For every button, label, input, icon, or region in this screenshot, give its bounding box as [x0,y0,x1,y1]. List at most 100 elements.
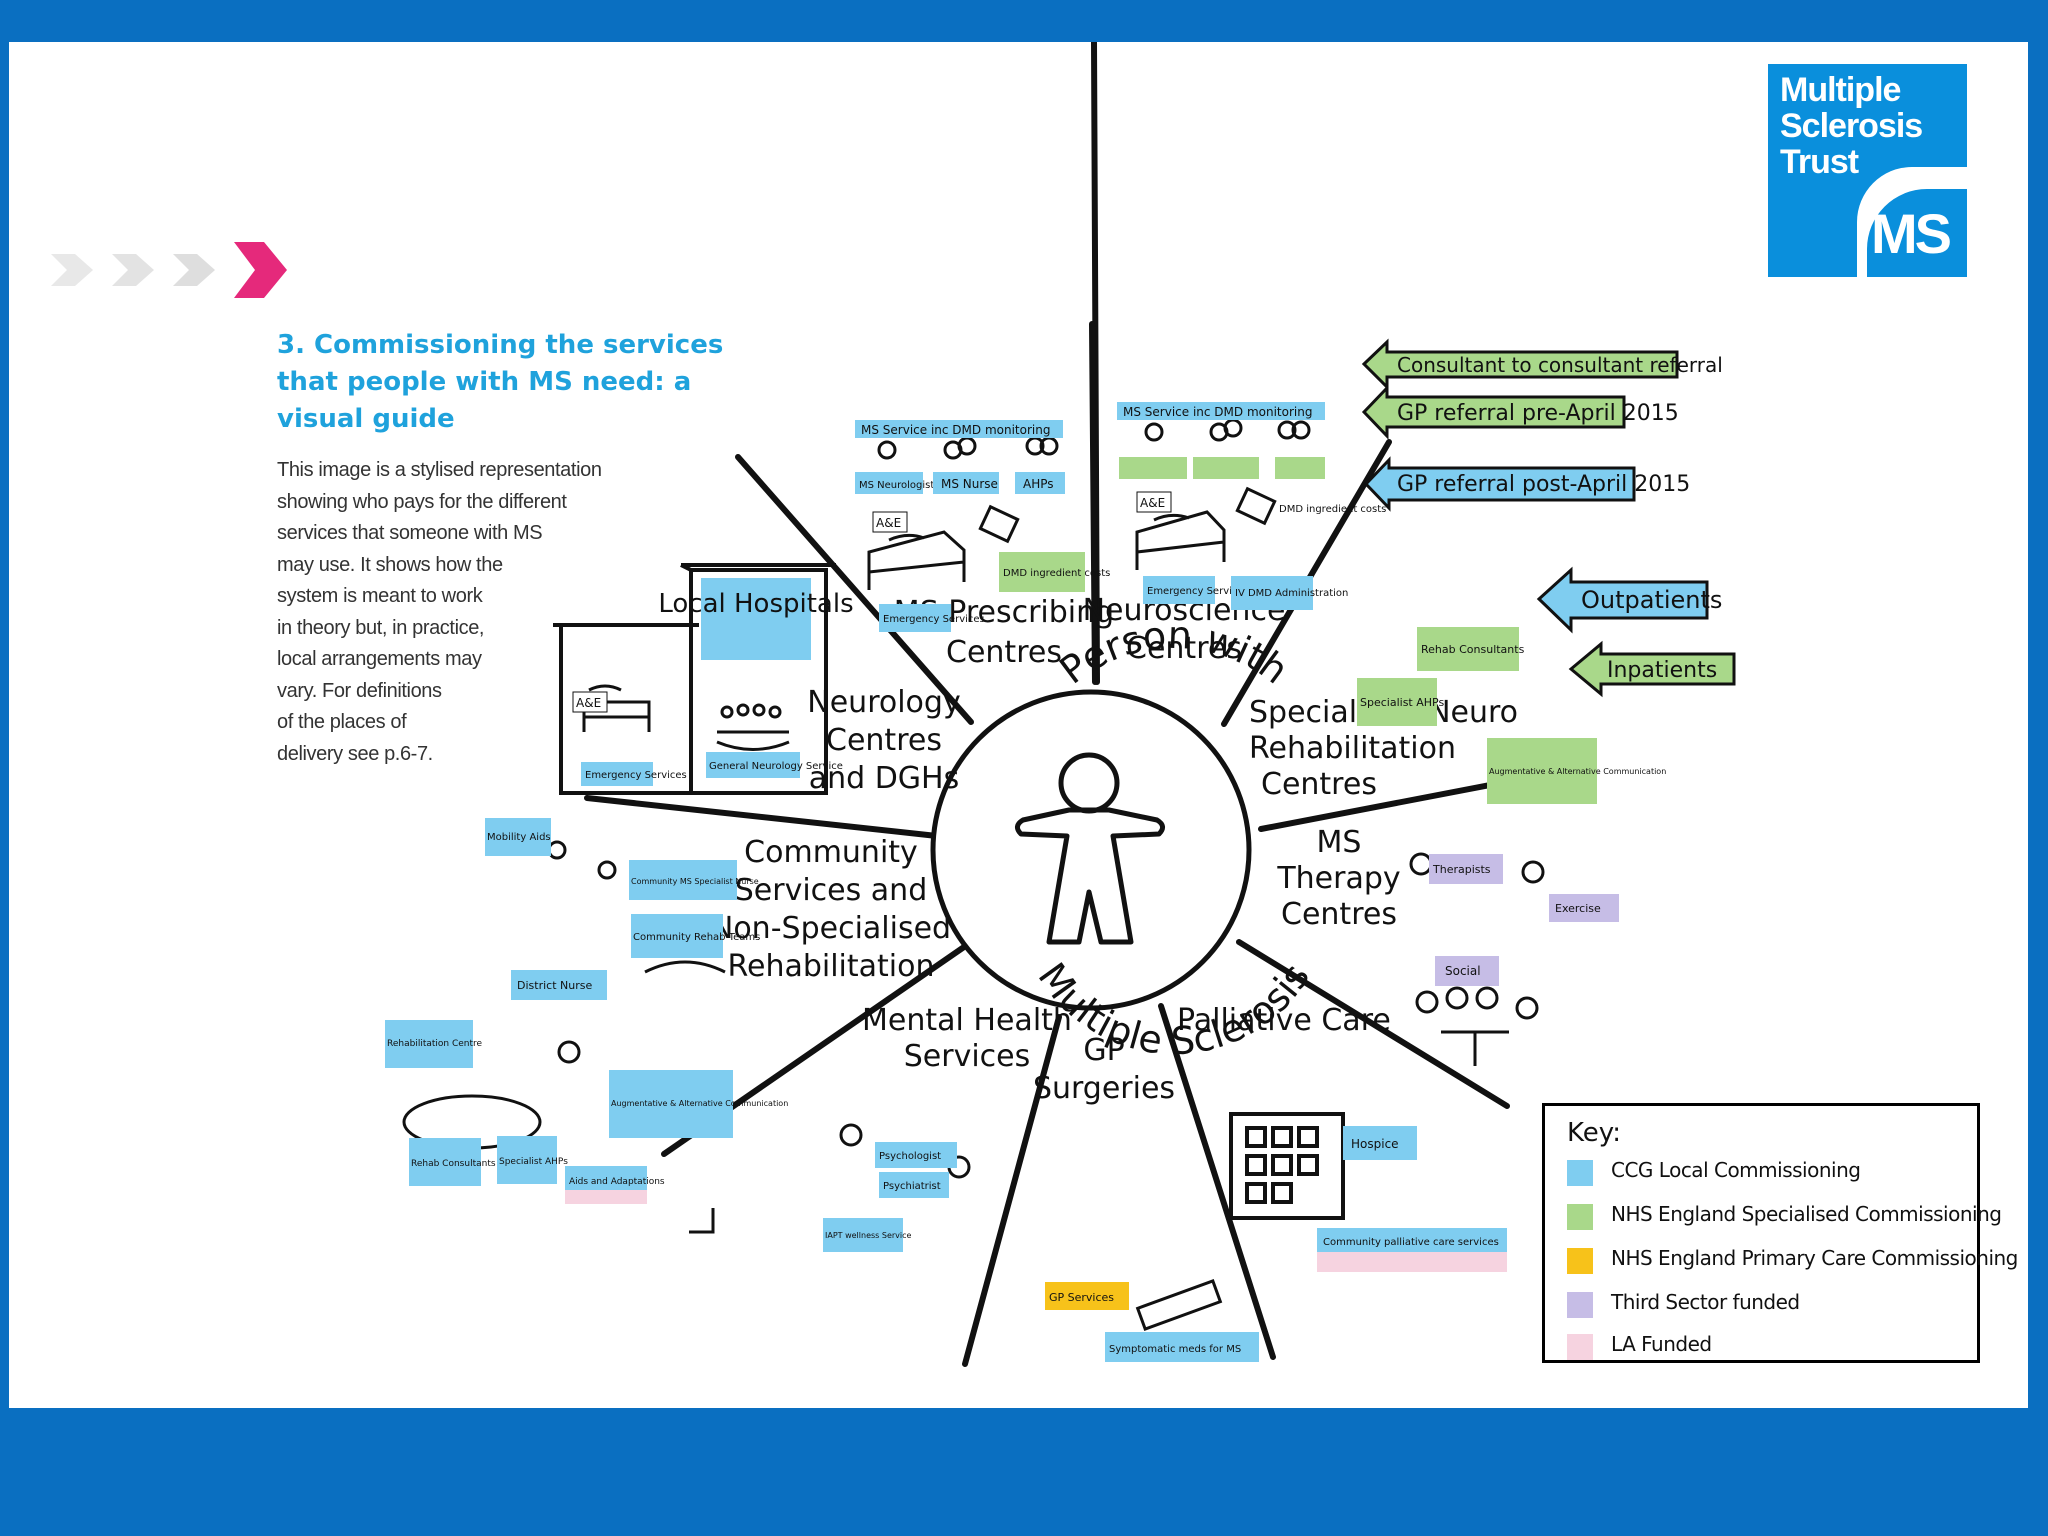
gp-referral-pre-label: GP referral pre-April 2015 [1397,401,1679,426]
ms-nurse-tag: MS Nurse [941,477,998,491]
ms-service-tag-2: MS Service inc DMD monitoring [1123,405,1312,419]
district-nurse-tag: District Nurse [517,979,592,992]
specialist-ahps-tag-2: Specialist AHPs [499,1157,568,1167]
ms-service-tag-1: MS Service inc DMD monitoring [861,423,1050,437]
logo-text-line-2: Sclerosis [1780,107,1923,145]
outpatients-label: Outpatients [1581,586,1722,614]
prescribing-bed-icon [867,530,966,590]
key-item-label: CCG Local Commissioning [1611,1158,1861,1182]
person-icon [1015,752,1165,945]
ae-tag-1: A&E [876,516,901,530]
outpatients-arrow [1536,566,1709,634]
psychologist-tag: Psychologist [879,1151,941,1162]
rehab-consultants-tag: Rehab Consultants [1421,643,1525,656]
intro-line: delivery see p.6-7. [277,742,433,765]
hospice-building-icon [1229,1112,1345,1220]
exercise-tag: Exercise [1555,902,1601,915]
general-neurology-tag: General Neurology Service [709,761,843,772]
key-swatch [1567,1334,1593,1360]
symptomatic-meds-tag: Symptomatic meds for MS [1109,1344,1241,1355]
intro-line: This image is a stylised representation [277,459,602,481]
chevron-arrows-icon [51,242,287,298]
inpatients-label: Inpatients [1607,658,1717,683]
ms-trust-logo: Multiple Sclerosis Trust MS [1768,64,1967,277]
mobility-aids-tag: Mobility Aids [487,832,551,843]
iapt-tag: IAPT wellness Service [825,1231,912,1240]
key-item-la-funded: LA Funded [1567,1328,1977,1368]
hospice-tag: Hospice [1351,1137,1399,1151]
neuroscience-staff-icon [1144,418,1311,442]
gp-referral-post-label: GP referral post-April 2015 [1397,472,1690,497]
intro-line: system is meant to work [277,585,483,607]
key-item-third-sector: Third Sector funded [1567,1286,1977,1326]
key-item-label: NHS England Primary Care Commissioning [1611,1246,2018,1270]
community-palliative-tag: Community palliative care services [1323,1237,1499,1248]
key-legend: Key: CCG Local Commissioning NHS England… [1542,1103,2018,1363]
intro-line: services that someone with MS [277,522,543,544]
section-label-palliative: Palliative Care [1177,1003,1391,1038]
key-title: Key: [1567,1118,1622,1148]
key-item-label: NHS England Specialised Commissioning [1611,1202,2002,1226]
emergency-services-tag-2: Emergency Services [1147,586,1249,597]
specialist-ahps-tag: Specialist AHPs [1360,696,1444,709]
key-item-label: LA Funded [1611,1332,1712,1356]
aac-tag-2: Augmentative & Alternative Communication [611,1099,788,1108]
key-item-nhs-primary: NHS England Primary Care Commissioning [1567,1242,2018,1282]
psychiatrist-tag: Psychiatrist [883,1181,941,1192]
gp-referral-pre-arrow [1361,384,1626,440]
intro-line: vary. For definitions [277,679,442,702]
aac-tag-1: Augmentative & Alternative Communication [1489,767,1666,776]
community-rehab-tag: Community Rehab Teams [633,932,760,943]
ms-neurologist-tag: MS Neurologist [859,480,934,491]
gp-referral-post-arrow [1363,456,1636,512]
key-swatch [1567,1292,1593,1318]
intro-line: showing who pays for the different [277,490,567,513]
key-swatch [1567,1160,1593,1186]
intro-line: of the places of [277,711,407,733]
inpatients-arrow [1568,640,1736,698]
intro-text: This image is a stylised representation … [277,455,657,770]
slide: Person with Multiple Sclerosis Neurology… [9,42,2028,1408]
neuroscience-bed-icon [1135,510,1226,570]
services-diagram: Person with Multiple Sclerosis Neurology… [51,42,1736,1367]
neurology-meeting-icon [716,703,790,751]
hospital-bed-icon [582,684,651,732]
gp-services-tag: GP Services [1049,1291,1114,1304]
therapists-tag: Therapists [1432,863,1491,876]
dmd-ingredient-tag-2: DMD ingredient costs [1279,504,1386,515]
logo-ms-mark: MS [1857,167,1967,277]
community-ms-nurse-tag: Community MS Specialist Nurse [631,877,759,886]
key-item-label: Third Sector funded [1611,1290,1800,1314]
ahps-tag: AHPs [1023,477,1054,491]
iv-dmd-tag: IV DMD Administration [1235,588,1348,599]
ae-tag-3: A&E [576,696,601,710]
emergency-services-tag-3: Emergency Services [585,770,687,781]
logo-text-line-3: Trust [1780,143,1859,181]
key-item-nhs-specialised: NHS England Specialised Commissioning [1567,1198,2002,1238]
rehab-centre-tag: Rehabilitation Centre [387,1039,483,1049]
key-swatch [1567,1204,1593,1230]
aids-adaptations-tag: Aids and Adaptations [569,1177,665,1187]
key-swatch [1567,1248,1593,1274]
intro-line: local arrangements may [277,648,482,670]
consultant-referral-arrow [1361,338,1679,391]
referral-arrows [1361,338,1736,698]
dmd-ingredient-tag: DMD ingredient costs [1003,568,1110,579]
logo-text-line-1: Multiple [1780,71,1901,109]
therapy-people-icon [1409,852,1545,1066]
local-hospitals-label: Local Hospitals [658,589,853,619]
prescribing-staff-icon [877,436,1059,460]
intro-line: in theory but, in practice, [277,616,485,639]
key-item-ccg: CCG Local Commissioning [1567,1154,1977,1194]
center-circle [930,689,1252,1011]
pill-pack-icon [978,486,1277,1331]
consultant-referral-label: Consultant to consultant referral [1397,353,1723,377]
ae-tag-2: A&E [1140,496,1165,510]
local-hospitals-tag [701,578,811,660]
intro-line: may use. It shows how the [277,553,503,576]
